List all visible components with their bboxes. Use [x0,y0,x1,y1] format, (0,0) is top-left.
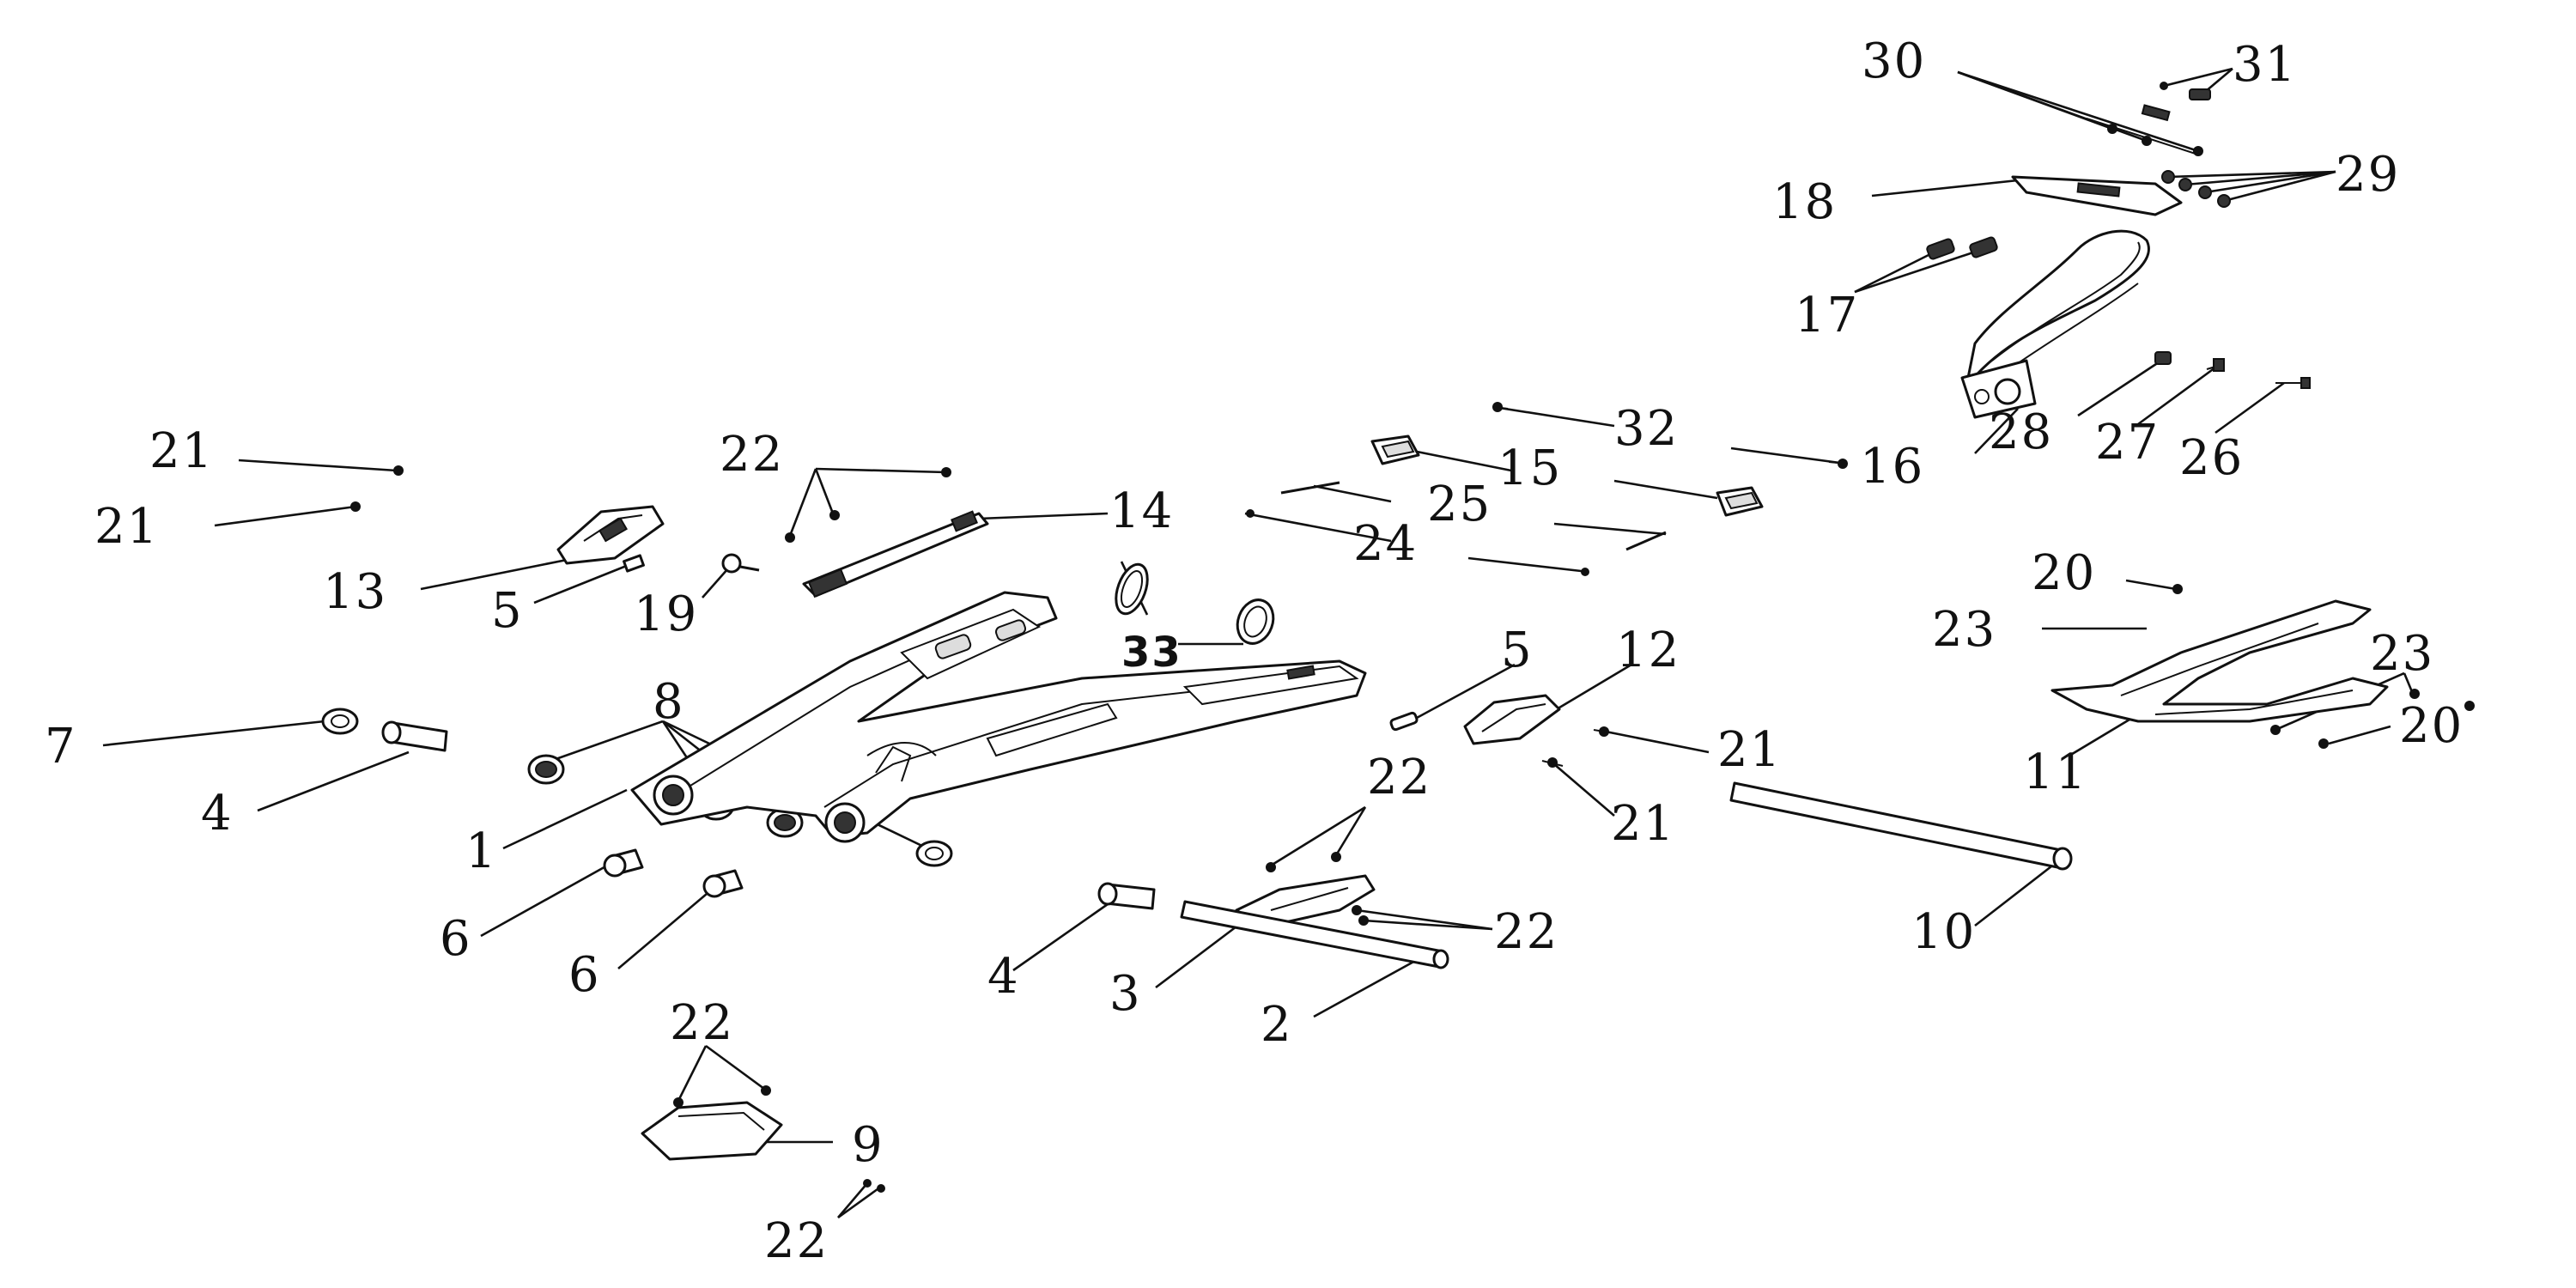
callout-33: 33 [1121,629,1182,677]
callout-26: 26 [2179,430,2244,486]
pin-5-top [623,554,645,573]
bolts-28-27-26 [2154,351,2311,389]
callout-1: 1 [465,823,498,879]
seals-33 [1115,562,1275,645]
callout-32: 32 [1614,401,1679,457]
callout-22-right: 22 [1494,904,1558,960]
callout-3: 3 [1109,966,1142,1022]
callout-6-right: 6 [568,947,601,1003]
bolt-19 [721,553,760,574]
pads-17 [1926,236,1998,260]
callout-20-top: 20 [2032,545,2096,601]
callout-21-top-2: 21 [94,499,159,555]
bolts-20 [2172,584,2329,749]
callout-27: 27 [2095,415,2160,471]
callout-22-bottom: 22 [670,995,734,1051]
plate-18 [2011,170,2231,216]
callout-10: 10 [1911,904,1976,960]
hardware-31 [2160,82,2211,100]
callout-22-top: 22 [720,427,784,483]
nut-7 [321,708,359,735]
hardware-30 [2086,104,2203,156]
axle-10 [1729,781,2073,871]
bushings-6 [603,848,744,898]
callout-31: 31 [2233,37,2297,93]
bushing-4-left [381,720,448,752]
callout-7: 7 [45,719,77,775]
bolts-22-very-bottom [863,1179,885,1193]
pins-24 [1246,509,1589,576]
bolts-21-top [350,465,404,512]
callout-21-top-1: 21 [149,423,214,479]
leader-lines [102,67,2415,1219]
callout-8: 8 [653,674,685,730]
shaft-2 [1180,900,1449,969]
callout-21-middle-1: 21 [1717,722,1782,778]
callout-18: 18 [1772,174,1837,230]
blocks-15 [1370,434,1764,517]
pin-5-middle [1389,711,1419,732]
callout-24: 24 [1353,516,1418,572]
bushing-4-bottom [1097,882,1156,910]
chain-guide-11 [2050,599,2389,723]
bolts-23 [2270,689,2475,735]
callout-12: 12 [1616,623,1680,678]
callout-15: 15 [1498,440,1562,496]
callout-13: 13 [323,564,387,620]
callout-23-right: 23 [2370,626,2434,682]
parts [321,82,2475,1193]
bracket-12 [1463,694,1561,745]
callout-21-middle-2: 21 [1611,796,1675,852]
callout-30: 30 [1862,33,1926,89]
callout-28: 28 [1989,404,2053,460]
bolts-22-middle [1266,852,1369,926]
callout-5-top: 5 [491,583,524,639]
block-9 [641,1101,783,1161]
bolts-21-middle [1541,726,1615,768]
bolts-22-top [785,467,951,543]
arm-16 [1960,229,2150,419]
pins-32 [1492,402,1848,469]
callout-11: 11 [2023,744,2087,800]
callout-9: 9 [852,1117,884,1173]
callout-5-middle: 5 [1501,623,1534,678]
callout-29: 29 [2336,147,2400,203]
link-14 [802,510,989,598]
callout-19: 19 [634,586,698,642]
callout-17: 17 [1795,288,1859,343]
bracket-13 [556,505,665,565]
callout-6-left: 6 [440,911,472,967]
callout-4-bottom: 4 [987,949,1020,1005]
bolts-22-bottom [673,1085,771,1108]
callout-2: 2 [1261,997,1293,1053]
callout-25: 25 [1427,477,1492,532]
callout-22-very-bottom: 22 [764,1213,829,1269]
callout-16: 16 [1860,439,1924,495]
callout-20-right: 20 [2399,698,2464,754]
callout-4-left: 4 [201,786,234,841]
callout-labels: 30 31 29 18 17 32 28 27 26 16 15 25 24 2… [45,33,2464,1269]
shafts-25 [1280,481,1667,551]
callout-14: 14 [1109,483,1174,539]
callout-22-middle: 22 [1367,750,1431,805]
callout-23-left: 23 [1932,602,1996,658]
swingarm-1 [630,591,1367,843]
